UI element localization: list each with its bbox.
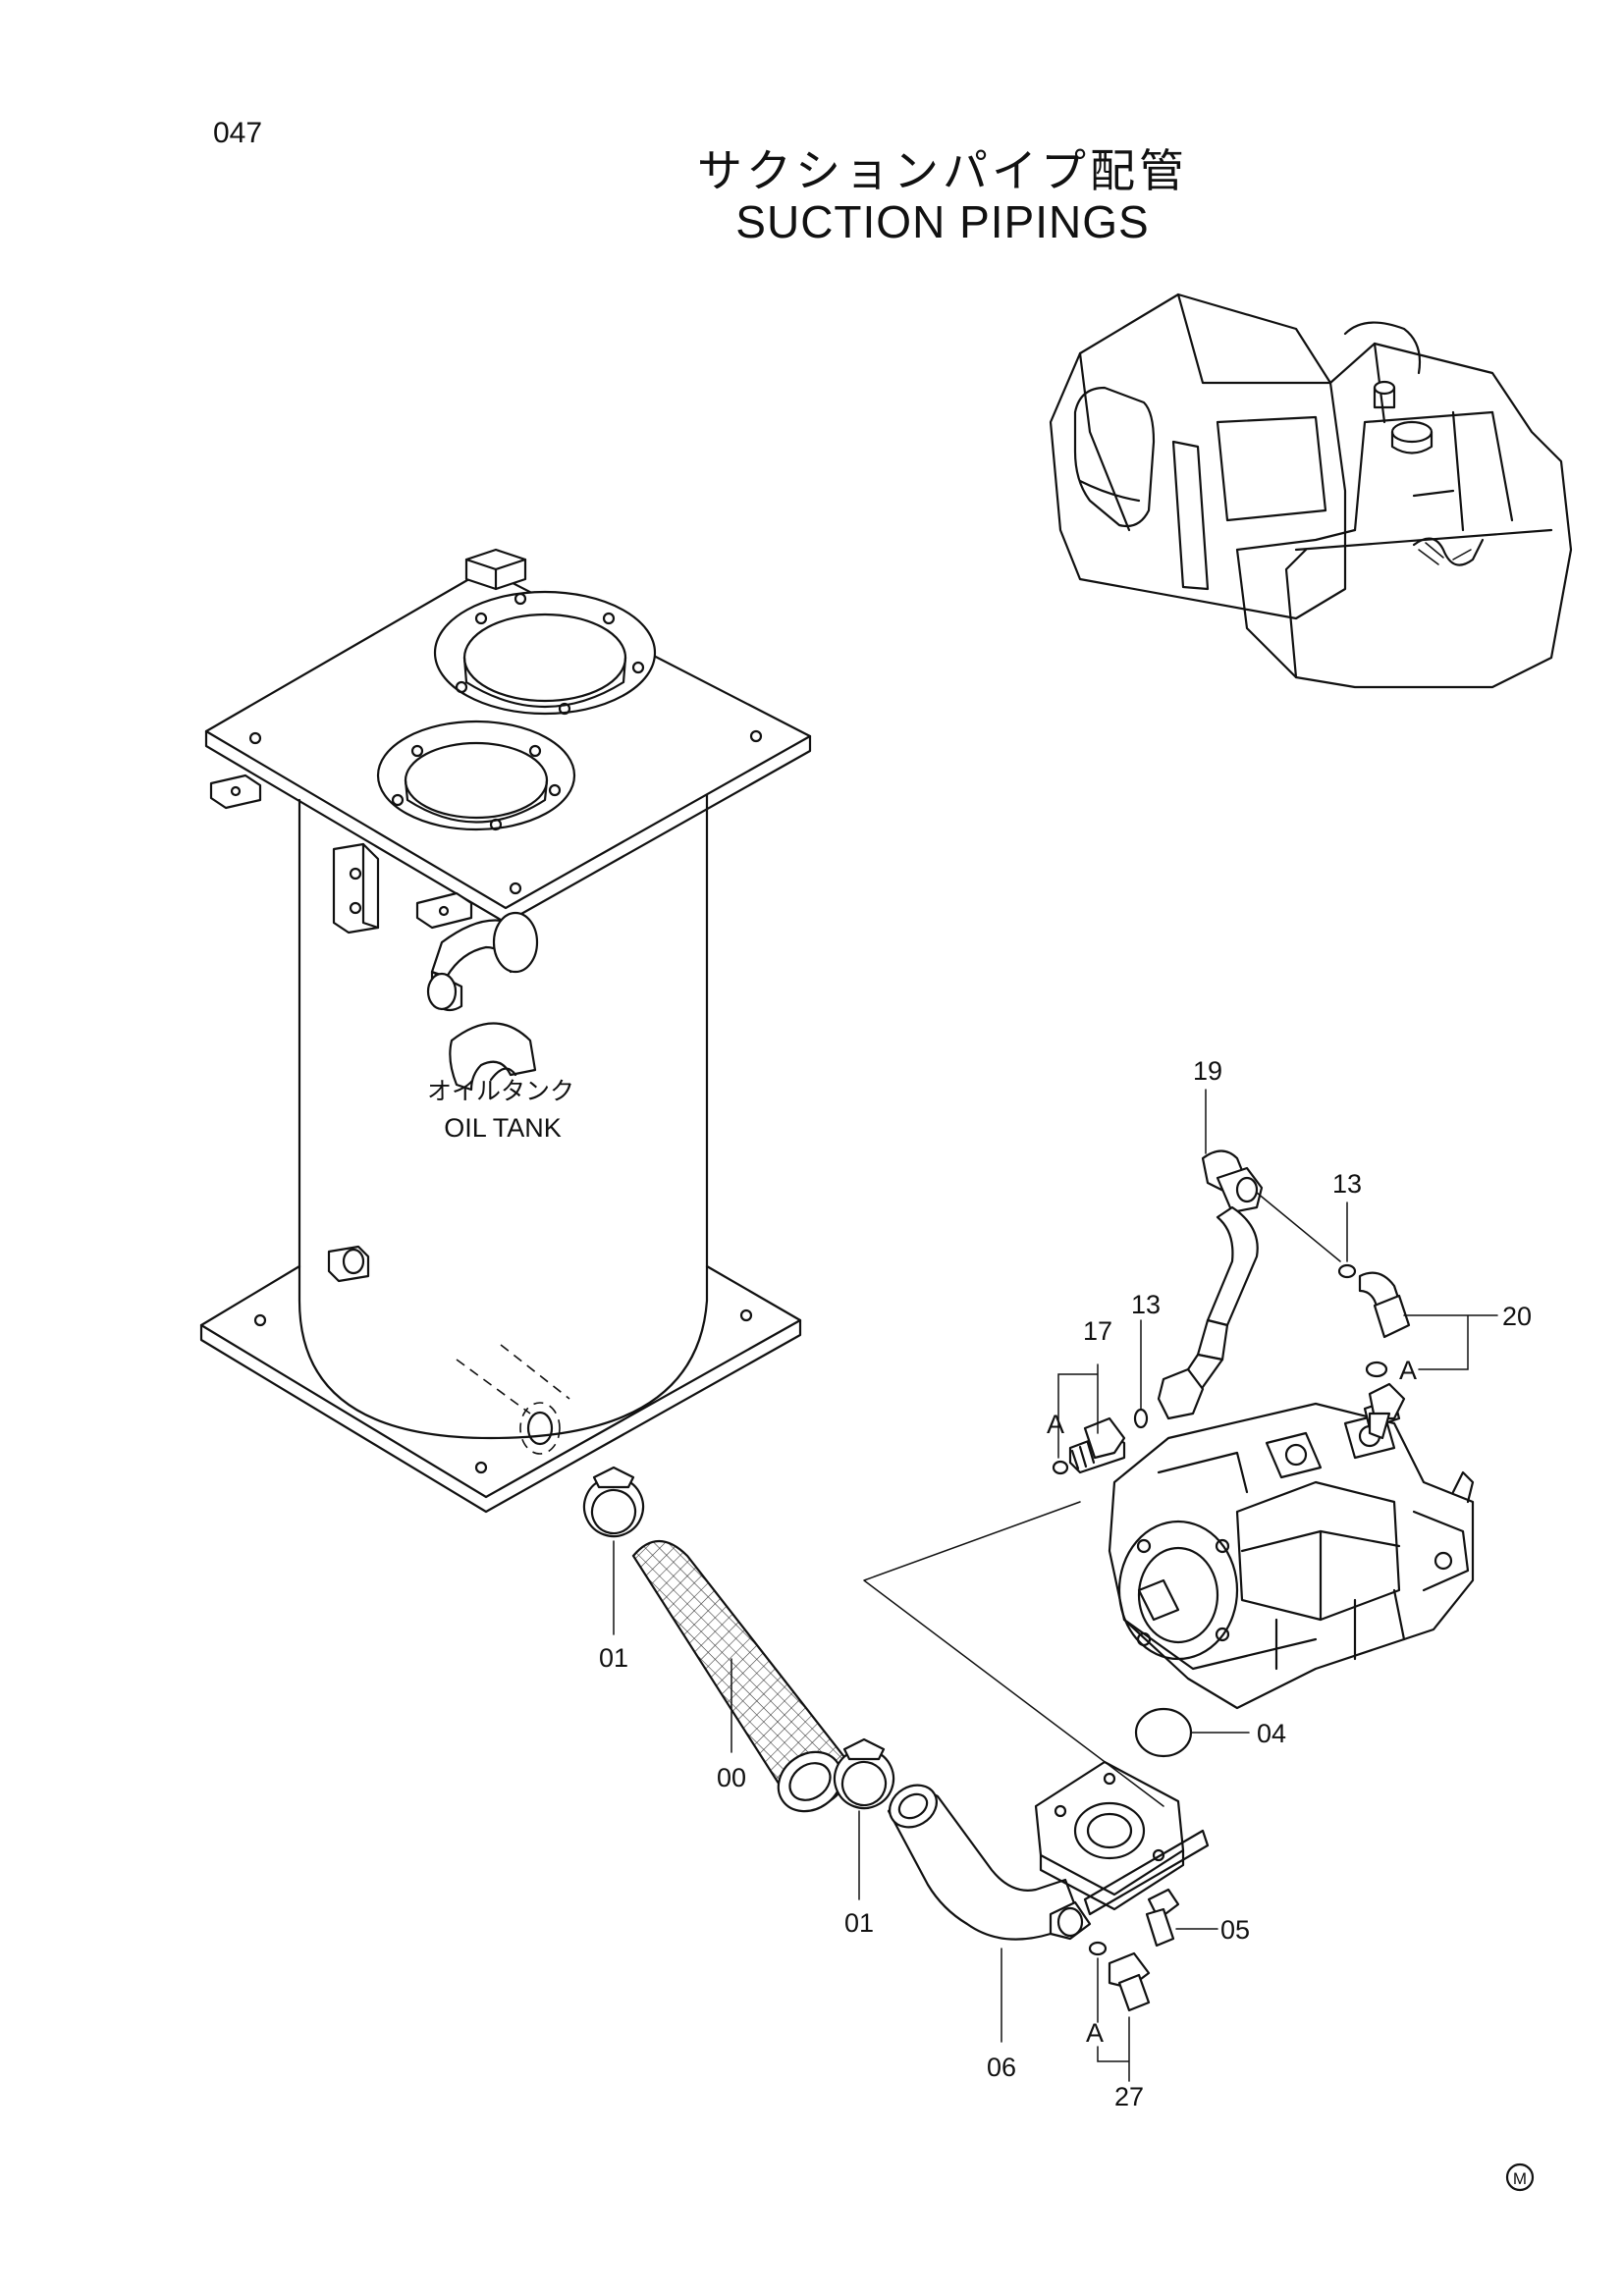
bolt-05: 05 (1145, 1888, 1250, 1948)
oil-tank-label-en: OIL TANK (444, 1113, 562, 1143)
oil-tank-label-jp: オイルタンク (427, 1077, 574, 1105)
drain-hose-19: 19 (1157, 1056, 1341, 1420)
adapter-17-assembly: A 17 13 (1047, 1290, 1161, 1475)
ref-a-17: A (1047, 1410, 1064, 1439)
o-ring-04: 04 (1134, 1707, 1286, 1758)
part-label-13-upper: 13 (1332, 1169, 1362, 1199)
plug-27: A 27 (1086, 1941, 1151, 2111)
part-label-01-upper: 01 (599, 1643, 628, 1673)
part-label-00: 00 (717, 1763, 746, 1792)
part-label-17: 17 (1083, 1316, 1112, 1346)
footer-mark-text: M (1513, 2169, 1527, 2188)
part-label-05: 05 (1220, 1915, 1250, 1945)
excavator-location-view (1049, 293, 1573, 689)
part-label-19: 19 (1193, 1056, 1222, 1086)
part-label-04: 04 (1257, 1719, 1286, 1748)
page-number: 047 (213, 117, 262, 149)
elbow-20-assembly: 13 A 20 (1332, 1169, 1532, 1440)
manufacturer-mark: M (1505, 2163, 1535, 2192)
title-english: SUCTION PIPINGS (735, 196, 1149, 247)
hose-clamp-upper: 01 (582, 1466, 645, 1673)
hose-clamp-lower: 01 (833, 1737, 895, 1938)
oil-tank: オイルタンク OIL TANK (199, 548, 812, 1514)
part-label-06: 06 (987, 2053, 1016, 2082)
suction-hose: 00 (631, 1540, 848, 1813)
part-label-01-lower: 01 (844, 1908, 874, 1938)
hydraulic-pump (1108, 1397, 1475, 1710)
ref-a-20: A (1399, 1356, 1417, 1385)
part-label-27: 27 (1114, 2082, 1144, 2111)
title-japanese: サクションパイプ配管 (697, 144, 1188, 197)
part-label-20: 20 (1502, 1302, 1532, 1331)
part-label-13-lower: 13 (1131, 1290, 1161, 1319)
suction-pipe: 06 (887, 1760, 1210, 2082)
ref-a-27: A (1086, 2018, 1104, 2048)
